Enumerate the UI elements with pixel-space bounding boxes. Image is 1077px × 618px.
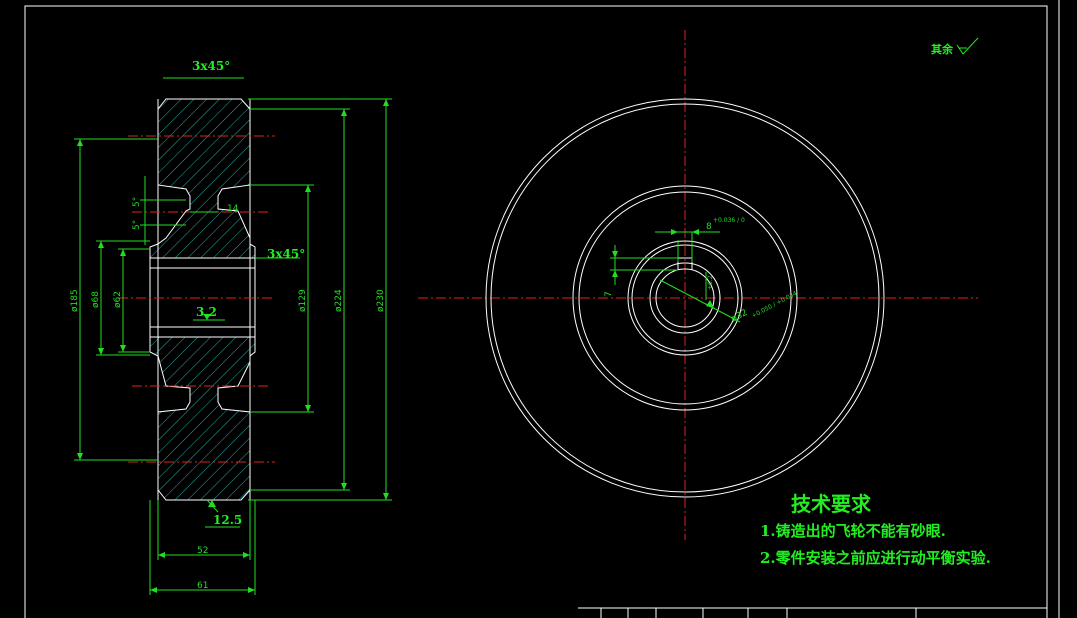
dia-230-label: ø230 (376, 289, 386, 312)
section-view: 3x45° 3x45° 14 3.2 12.5 52 61 5° 5° ø185… (70, 59, 392, 595)
web-width-label: 14 (227, 204, 239, 214)
requirements-title: 技术要求 (791, 492, 872, 516)
roughness-outer-label: 12.5 (213, 513, 242, 527)
small-tol-label: +0.2 (707, 275, 714, 290)
keyway-tol-label: +0.036 / 0 (713, 217, 745, 224)
requirement-item-1: 1.铸造出的飞轮不能有砂眼. (760, 522, 946, 540)
hub-face-circle (649, 262, 721, 334)
keyway (677, 257, 693, 270)
keyway-width-label: 8 (706, 222, 712, 232)
hub-inner-circle (631, 244, 739, 352)
chamfer-top-label: 3x45° (192, 59, 230, 73)
web-inner-circle (578, 191, 792, 405)
dia-185-label: ø185 (70, 289, 80, 312)
front-view: 8 +0.036 / 0 7 ø32 +0.050 / +0.034 +0.2 (418, 30, 978, 540)
rim-width-label: 61 (197, 581, 208, 591)
section-hatch-upper (149, 98, 256, 259)
dia-224-label: ø224 (334, 289, 344, 312)
technical-requirements: 技术要求 1.铸造出的飞轮不能有砂眼. 2.零件安装之前应进行动平衡实验. (760, 492, 991, 567)
web-outer-circle (572, 185, 798, 411)
chamfer-hub-label: 3x45° (267, 247, 305, 261)
outer-rim-circle (485, 98, 885, 498)
dia-62-label: ø62 (113, 291, 123, 308)
bore-circle (655, 268, 715, 328)
hub-outer-circle (627, 240, 743, 356)
dia-68-label: ø68 (91, 291, 101, 308)
key-depth-label: 7 (604, 291, 614, 297)
roughness-symbol-icon (956, 37, 979, 55)
surface-note-label: 其余 (931, 42, 954, 56)
roughness-bore-label: 3.2 (196, 305, 217, 319)
section-hatch-lower (149, 336, 256, 501)
dia-129-label: ø129 (298, 289, 308, 312)
hub-width-label: 52 (197, 546, 208, 556)
drawing-frame (24, 0, 1060, 618)
angle-upper-label: 5° (132, 197, 142, 207)
angle-lower-label: 5° (132, 220, 142, 230)
bore-tol-label: +0.050 / +0.034 (751, 290, 799, 320)
surface-finish-note: 其余 (931, 37, 979, 56)
requirement-item-2: 2.零件安装之前应进行动平衡实验. (760, 549, 991, 567)
rim-inner-circle (490, 103, 880, 493)
